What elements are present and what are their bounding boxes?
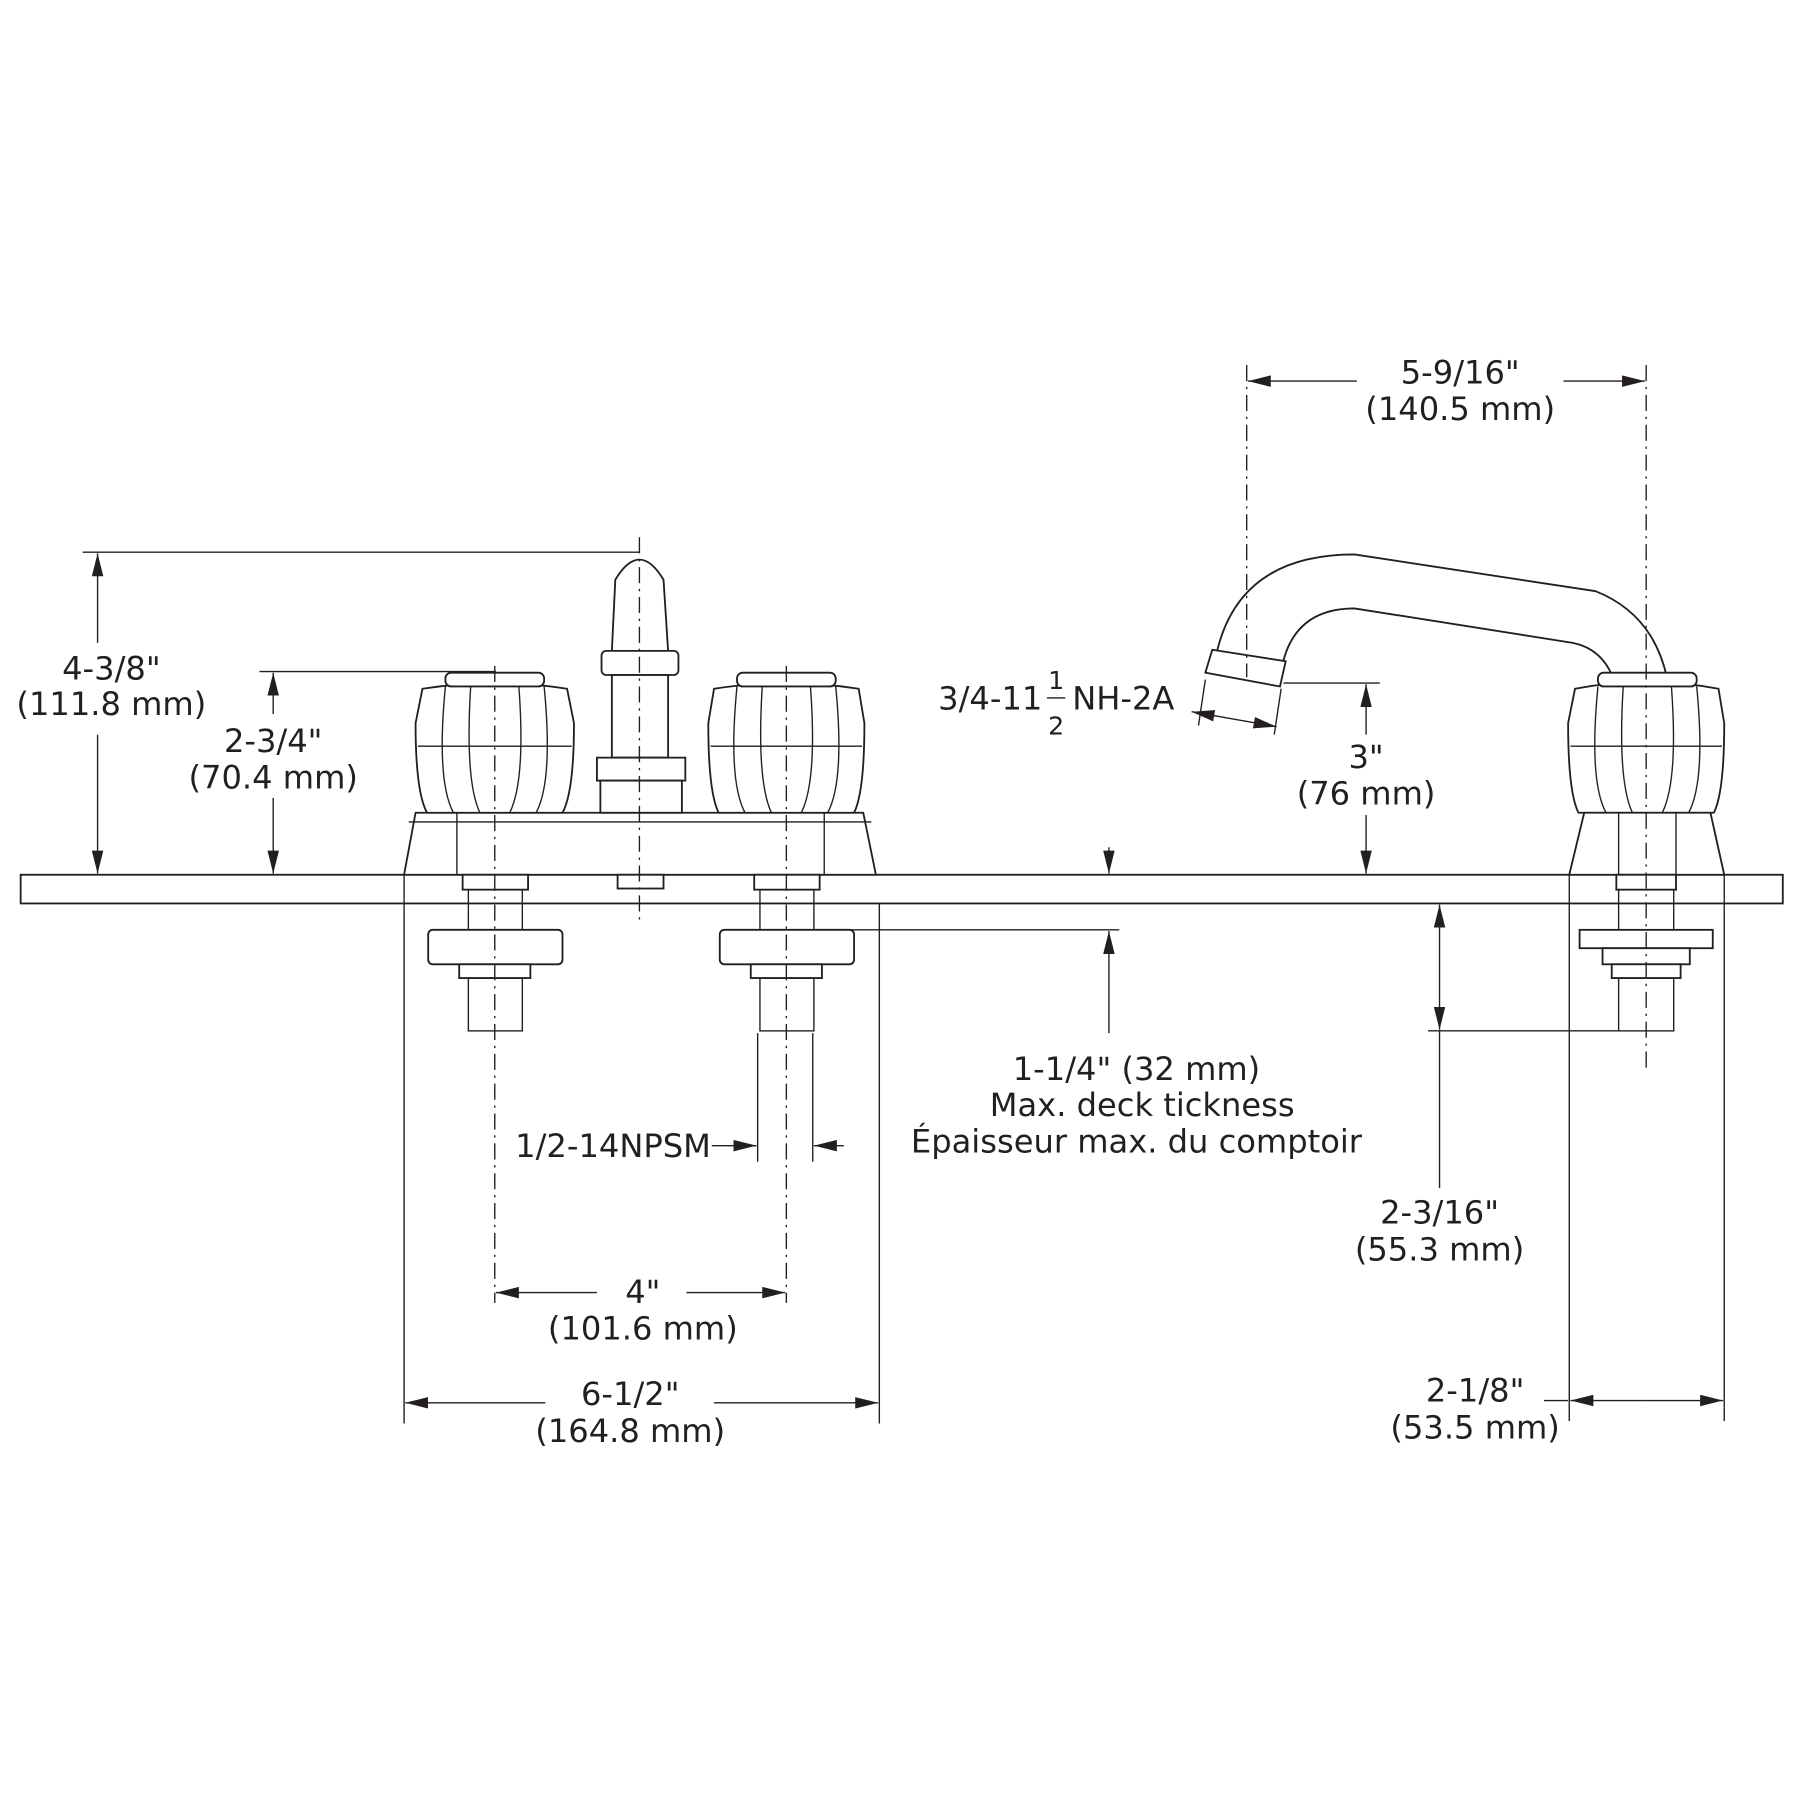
dim-deck-thickness: 1-1/4" (32 mm) Max. deck tickness Épaiss…: [792, 847, 1363, 1161]
base-width-metric: (164.8 mm): [535, 1412, 725, 1450]
dim-base-width: 6-1/2" (164.8 mm): [403, 874, 881, 1450]
shank-length-metric: (55.3 mm): [1355, 1230, 1524, 1268]
base-width-imperial: 6-1/2": [581, 1375, 680, 1413]
dim-side-base-width: 2-1/8" (53.5 mm): [1390, 874, 1725, 1446]
dim-handle-height: 2-3/4" (70.4 mm): [189, 670, 496, 874]
supply-thread-label: 1/2-14NPSM: [515, 1127, 711, 1165]
handle-height-metric: (70.4 mm): [189, 759, 358, 797]
dim-spout-clearance: 3" (76 mm): [1283, 682, 1436, 874]
aerator-thread-frac-den: 2: [1048, 712, 1064, 741]
center-spout: [596, 558, 687, 814]
overall-height-metric: (111.8 mm): [16, 685, 206, 723]
shank-length-imperial: 2-3/16": [1380, 1194, 1499, 1232]
dim-center-spacing: 4" (101.6 mm): [495, 1273, 786, 1348]
countertop-deck: [19, 873, 1784, 905]
deck-thickness-value: 1-1/4" (32 mm): [1013, 1050, 1260, 1088]
side-base-width-imperial: 2-1/8": [1426, 1372, 1525, 1410]
dim-aerator-thread: 3/4-11 1 2 NH-2A: [938, 666, 1282, 741]
dim-supply-thread: 1/2-14NPSM: [515, 1033, 844, 1165]
dim-overall-height: 4-3/8" (111.8 mm): [16, 551, 640, 874]
overall-height-imperial: 4-3/8": [62, 650, 161, 688]
deck-thickness-label-en: Max. deck tickness: [990, 1086, 1295, 1124]
center-spacing-imperial: 4": [625, 1273, 660, 1311]
dim-shank-length: 2-3/16" (55.3 mm): [1355, 904, 1619, 1268]
front-view-faucet: [402, 537, 878, 1303]
side-view-faucet: [1204, 365, 1726, 1068]
spout-reach-imperial: 5-9/16": [1401, 353, 1520, 391]
dim-spout-reach: 5-9/16" (140.5 mm): [1247, 353, 1646, 428]
side-base-width-metric: (53.5 mm): [1390, 1408, 1559, 1446]
deck-thickness-label-fr: Épaisseur max. du comptoir: [911, 1123, 1363, 1161]
spout-clearance-metric: (76 mm): [1297, 775, 1436, 813]
center-spacing-metric: (101.6 mm): [548, 1310, 738, 1348]
aerator-thread-frac-num: 1: [1048, 666, 1064, 695]
handle-height-imperial: 2-3/4": [224, 722, 323, 760]
spout-clearance-imperial: 3": [1348, 738, 1383, 776]
aerator-thread-prefix: 3/4-11: [938, 679, 1042, 717]
aerator-thread-suffix: NH-2A: [1072, 679, 1174, 717]
spout-reach-metric: (140.5 mm): [1365, 390, 1555, 428]
